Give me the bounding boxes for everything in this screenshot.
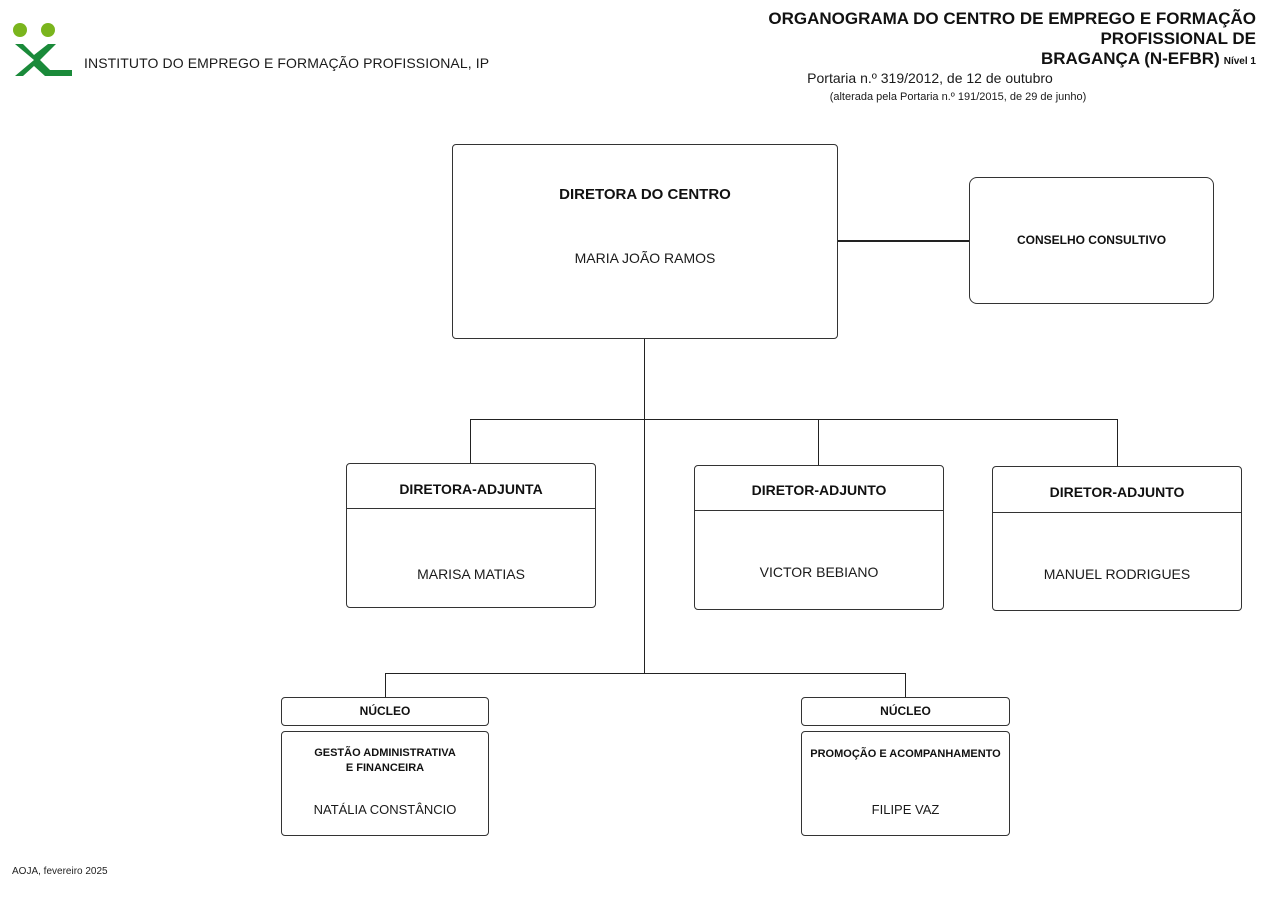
director-name: MARIA JOÃO RAMOS <box>574 250 716 266</box>
footer-note: AOJA, fevereiro 2025 <box>12 866 108 877</box>
title-line-2-text: BRAGANÇA (N-EFBR) <box>1040 49 1220 68</box>
nucleo-2-title-line-1: PROMOÇÃO E ACOMPANHAMENTO <box>810 748 1001 760</box>
council-title: CONSELHO CONSULTIVO <box>1016 233 1167 247</box>
nucleo-1-title-line-2: E FINANCEIRA <box>345 762 425 774</box>
deputy-3-title: DIRETOR-ADJUNTO <box>1049 484 1185 500</box>
deputy-2-name: VICTOR BEBIANO <box>759 564 879 580</box>
logo-dot-right <box>41 23 55 37</box>
nucleo-1-header-box: NÚCLEO <box>281 697 489 726</box>
connector-deputy-1 <box>470 419 471 464</box>
council-box: CONSELHO CONSULTIVO <box>969 177 1214 304</box>
nucleo-1-box: GESTÃO ADMINISTRATIVA E FINANCEIRA NATÁL… <box>281 731 489 836</box>
director-box: DIRETORA DO CENTRO MARIA JOÃO RAMOS <box>452 144 838 339</box>
nucleo-2-header-box: NÚCLEO <box>801 697 1010 726</box>
page-title: ORGANOGRAMA DO CENTRO DE EMPREGO E FORMA… <box>640 9 1256 72</box>
title-line-2: BRAGANÇA (N-EFBR)Nível 1 <box>640 49 1256 72</box>
portaria-amendment: (alterada pela Portaria n.º 191/2015, de… <box>829 91 1087 103</box>
organization-name: INSTITUTO DO EMPREGO E FORMAÇÃO PROFISSI… <box>84 55 490 71</box>
connector-nucleo-2 <box>905 673 906 697</box>
deputy-box-3: DIRETOR-ADJUNTO MANUEL RODRIGUES <box>992 466 1242 611</box>
deputy-2-title: DIRETOR-ADJUNTO <box>751 482 887 498</box>
deputy-1-separator <box>347 508 595 509</box>
connector-deputies-bar <box>470 419 1118 420</box>
nucleo-1-header: NÚCLEO <box>359 704 411 718</box>
logo-dot-left <box>13 23 27 37</box>
connector-nucleo-1 <box>385 673 386 697</box>
connector-deputy-3 <box>1117 419 1118 467</box>
deputy-3-name: MANUEL RODRIGUES <box>1043 566 1191 582</box>
nucleo-2-header: NÚCLEO <box>880 704 931 718</box>
connector-deputy-2 <box>818 419 819 466</box>
nucleo-1-title-line-1: GESTÃO ADMINISTRATIVA <box>314 747 456 759</box>
title-line-1: ORGANOGRAMA DO CENTRO DE EMPREGO E FORMA… <box>768 9 1256 48</box>
nucleo-1-name: NATÁLIA CONSTÂNCIO <box>313 802 457 817</box>
deputy-box-2: DIRETOR-ADJUNTO VICTOR BEBIANO <box>694 465 944 610</box>
deputy-1-name: MARISA MATIAS <box>417 566 525 582</box>
deputy-3-separator <box>993 512 1241 513</box>
deputy-1-title: DIRETORA-ADJUNTA <box>399 481 543 497</box>
director-title: DIRETORA DO CENTRO <box>559 186 731 203</box>
iefp-logo <box>12 22 76 78</box>
connector-director-council <box>837 240 970 242</box>
connector-nucleos-bar <box>385 673 906 674</box>
nucleo-2-box: PROMOÇÃO E ACOMPANHAMENTO FILIPE VAZ <box>801 731 1010 836</box>
connector-trunk <box>644 338 645 674</box>
deputy-2-separator <box>695 510 943 511</box>
logo-x-shape <box>15 44 72 76</box>
portaria-reference: Portaria n.º 319/2012, de 12 de outubro <box>807 70 1053 86</box>
deputy-box-1: DIRETORA-ADJUNTA MARISA MATIAS <box>346 463 596 608</box>
level-label: Nível 1 <box>1223 56 1256 67</box>
nucleo-2-name: FILIPE VAZ <box>871 802 940 817</box>
